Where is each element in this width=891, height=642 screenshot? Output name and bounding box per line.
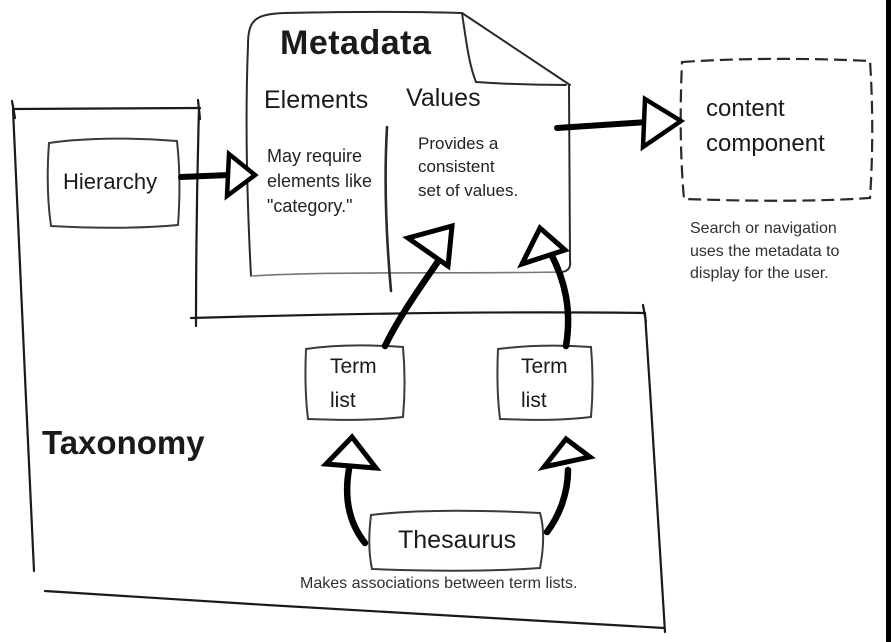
term-list-right-box <box>496 344 594 421</box>
content-component-caption: Search or navigation uses the metadata t… <box>690 220 840 283</box>
arrow-thesaurus-to-termlist-left-shaft <box>343 465 369 547</box>
arrow-hierarchy-to-metadata-head <box>224 149 259 201</box>
taxonomy-mid-horizontal <box>189 311 647 320</box>
arrow-thesaurus-to-termlist-right-head <box>537 435 596 471</box>
arrows <box>178 95 686 547</box>
arrow-termlist-left-to-metadata-head <box>402 222 455 271</box>
hierarchy-label: Hierarchy <box>63 169 158 194</box>
term-list-left-label: Term list <box>330 355 377 412</box>
term-list-right-label: Term list <box>521 355 568 412</box>
right-edge-strip <box>886 0 891 642</box>
arrow-thesaurus-to-termlist-right-shaft <box>543 466 572 536</box>
taxonomy-top-line <box>11 106 202 111</box>
metadata-values-heading: Values <box>406 84 481 112</box>
arrow-thesaurus-to-termlist-left-head <box>320 433 382 471</box>
document-fold-outer <box>461 12 571 86</box>
document-bottom-edge <box>250 271 561 277</box>
hierarchy-box <box>46 137 181 229</box>
thesaurus-caption: Makes associations between term lists. <box>300 575 578 592</box>
arrow-termlist-left-to-metadata-shaft <box>381 253 445 350</box>
taxonomy-right-edge <box>643 311 667 634</box>
arrow-metadata-to-content-head <box>640 95 686 152</box>
taxonomy-mid-vertical <box>194 106 201 328</box>
arrow-metadata-to-content-shaft <box>554 119 650 131</box>
document-fold-inner <box>461 12 567 86</box>
metadata-column-divider <box>384 125 393 293</box>
taxonomy-left-edge <box>11 107 36 573</box>
taxonomy-bottom-edge <box>43 589 666 630</box>
taxonomy-outline <box>10 98 667 634</box>
metadata-values-note: Provides a consistent set of values. <box>418 134 519 200</box>
term-list-left-box <box>304 344 406 421</box>
metadata-elements-note: May require elements like "category." <box>267 146 373 216</box>
thesaurus-box <box>368 509 544 572</box>
content-component-label: content component <box>706 95 825 157</box>
metadata-title: Metadata <box>280 24 432 62</box>
metadata-elements-heading: Elements <box>264 86 369 114</box>
thesaurus-label: Thesaurus <box>398 526 517 554</box>
arrow-hierarchy-to-metadata-shaft <box>178 172 232 180</box>
taxonomy-label: Taxonomy <box>42 424 205 461</box>
arrow-termlist-right-to-metadata-head <box>517 223 570 269</box>
content-component-box <box>679 57 874 202</box>
arrow-termlist-right-to-metadata-shaft <box>546 248 572 350</box>
